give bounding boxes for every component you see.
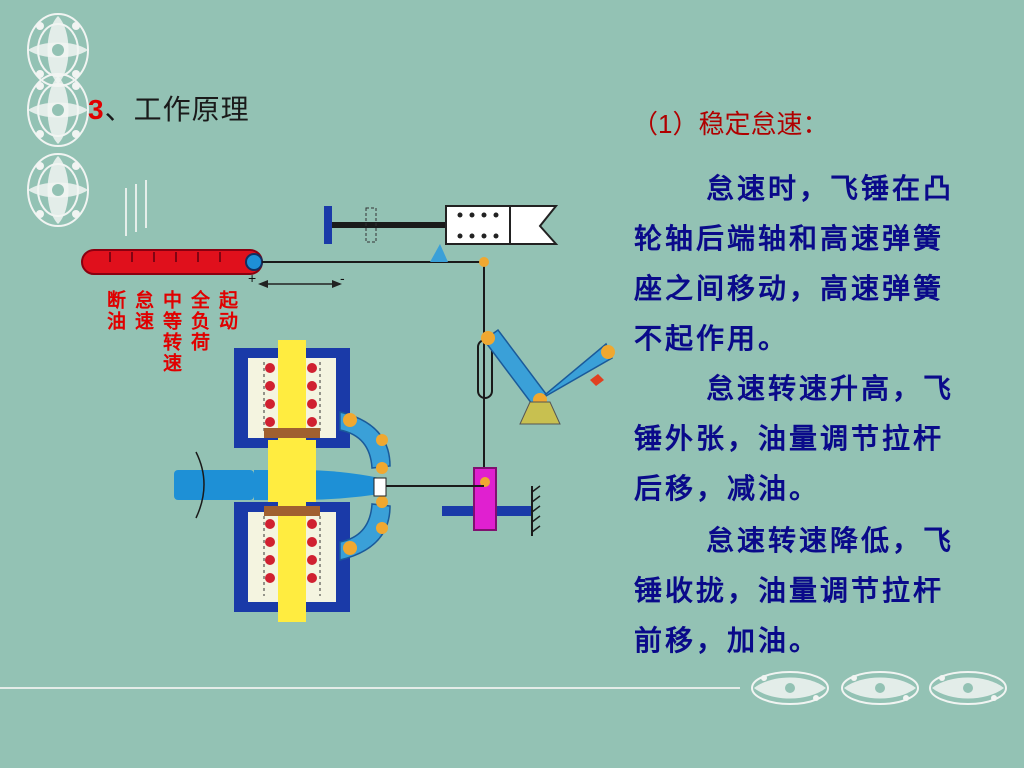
plus-sign: + xyxy=(248,270,257,286)
lever-position-labels: 起动 全负荷 中等转速 怠速 断油 xyxy=(96,290,246,420)
page-title: 3、工作原理 xyxy=(88,93,250,126)
rotation-arrow-icon xyxy=(195,451,205,519)
label-idle: 怠速 xyxy=(132,290,154,332)
flyweight xyxy=(339,411,484,561)
section-heading: （1）稳定怠速： xyxy=(632,109,829,140)
label-start: 起动 xyxy=(216,290,238,332)
pivot-wedge xyxy=(430,244,448,262)
fuel-rack xyxy=(324,205,559,245)
control-lever xyxy=(81,249,342,288)
governor-housing xyxy=(174,340,380,622)
ornament-icon xyxy=(27,13,89,227)
slider-block xyxy=(442,467,541,536)
label-cutoff: 断油 xyxy=(104,290,126,332)
stop-bracket xyxy=(125,180,147,236)
paragraph-idle: 怠速时，飞锤在凸轮轴后端轴和高速弹簧座之间移动，高速弹簧不起作用。 xyxy=(634,172,955,355)
paragraph-speed-down: 怠速转速降低，飞锤收拢，油量调节拉杆前移，加油。 xyxy=(634,524,955,657)
ornament-icon xyxy=(751,671,1007,705)
paragraph-speed-up: 怠速转速升高，飞锤外张，油量调节拉杆后移，减油。 xyxy=(634,372,955,505)
label-full-load: 全负荷 xyxy=(188,290,210,353)
tension-lever xyxy=(481,328,615,425)
label-medium-speed: 中等转速 xyxy=(160,290,182,374)
minus-sign: - xyxy=(340,270,345,286)
